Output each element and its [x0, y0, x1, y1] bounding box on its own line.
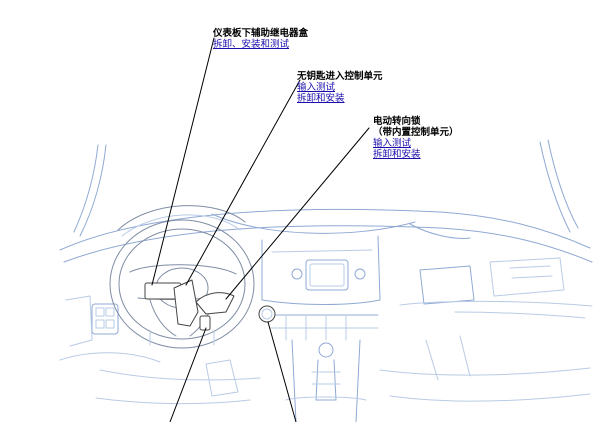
right-dash: [399, 257, 593, 319]
column-components: [144, 279, 235, 331]
leader-steering-lock: [225, 127, 370, 300]
center-console: [285, 339, 367, 422]
center-stack: [261, 235, 381, 341]
relay-box-link-remove-install-test[interactable]: 拆卸、安装和测试: [213, 39, 290, 50]
a-pillar-right: [539, 139, 579, 233]
callout-keyless-unit: 无钥匙进入控制单元 输入测试 拆卸和安装: [297, 71, 383, 104]
a-pillar-left: [73, 144, 107, 237]
steering-lock-subtitle: （带内置控制单元）: [373, 127, 459, 138]
start-button: [258, 305, 276, 323]
steering-wheel: [109, 219, 255, 349]
dashboard-top: [59, 208, 593, 263]
steering-lock-link-remove-install[interactable]: 拆卸和安装: [373, 149, 421, 160]
keyless-unit-link-input-test[interactable]: 输入测试: [297, 82, 336, 93]
lower-dash: [95, 335, 591, 405]
keyless-unit-link-remove-install[interactable]: 拆卸和安装: [297, 93, 345, 104]
steering-lock-title: 电动转向锁: [373, 116, 421, 127]
callout-relay-box: 仪表板下辅助继电器盒 拆卸、安装和测试: [213, 28, 308, 50]
leader-lower-a: [169, 327, 207, 422]
keyless-unit-title: 无钥匙进入控制单元: [297, 71, 383, 82]
gauge-hood: [117, 205, 246, 237]
leader-keyless-unit: [185, 79, 301, 286]
callout-steering-lock: 电动转向锁 （带内置控制单元） 输入测试 拆卸和安装: [373, 116, 459, 160]
steering-lock-link-input-test[interactable]: 输入测试: [373, 138, 412, 149]
leader-lower-b: [267, 321, 297, 422]
leader-relay-box: [151, 37, 215, 286]
left-dash: [59, 295, 161, 363]
leader-lines: [151, 37, 370, 422]
relay-box-title: 仪表板下辅助继电器盒: [213, 28, 309, 39]
